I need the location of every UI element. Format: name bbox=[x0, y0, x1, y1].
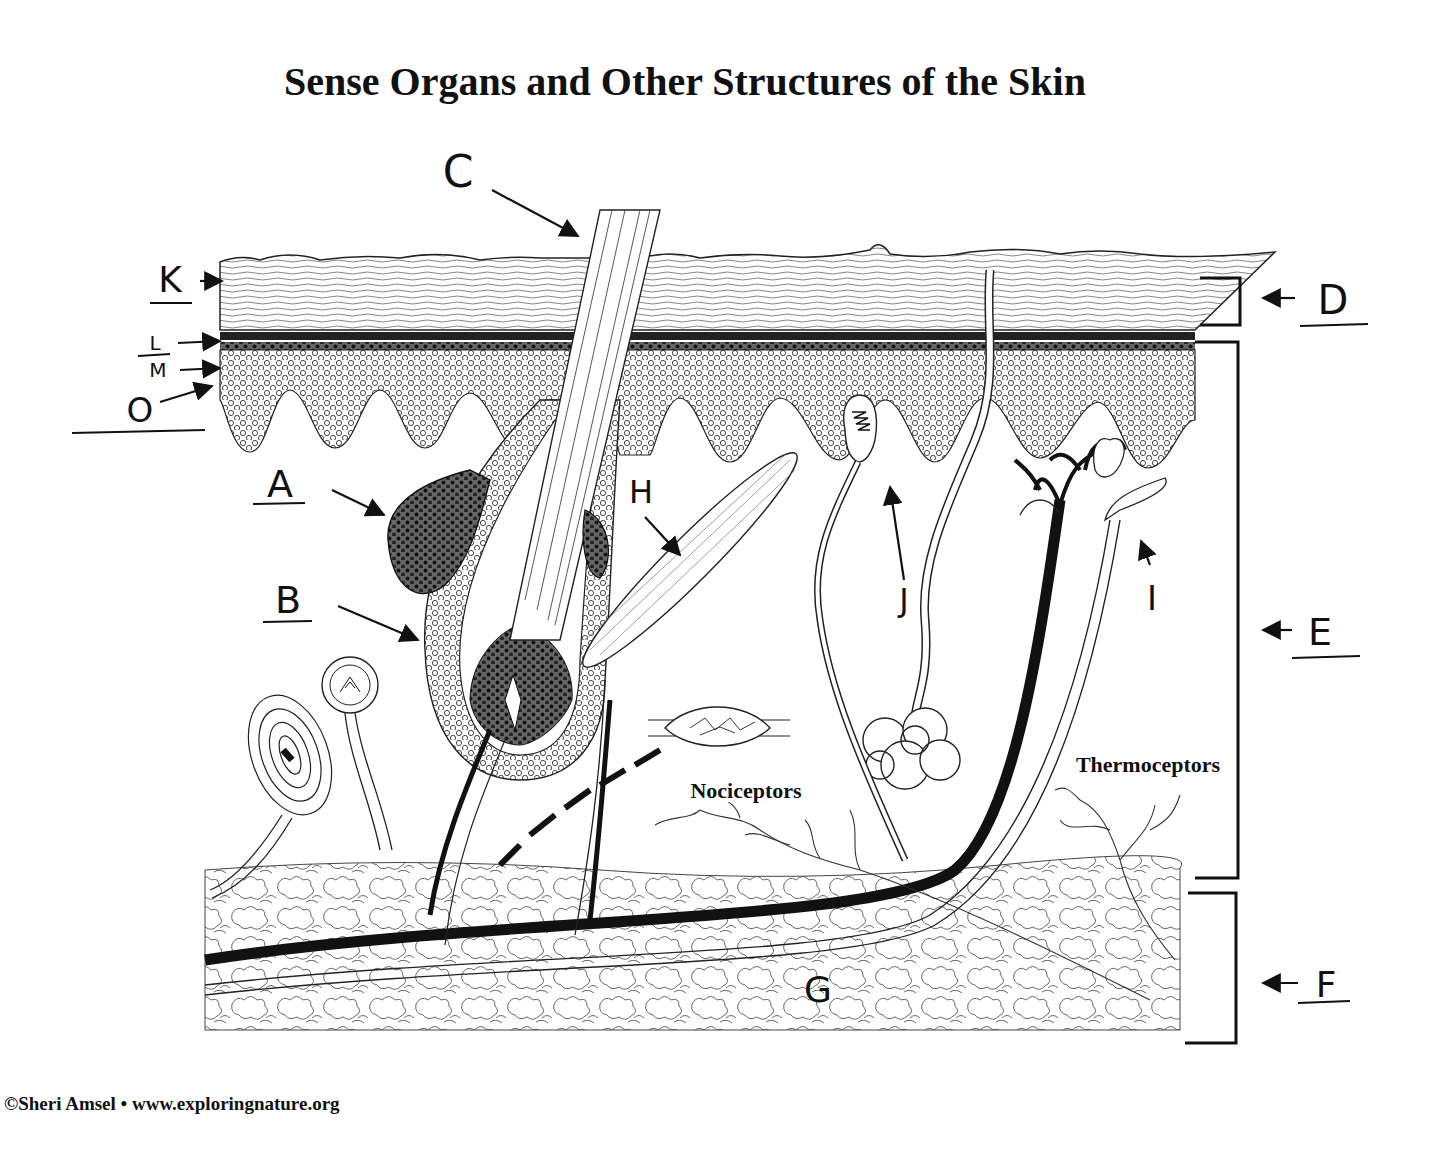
callout-letter: H bbox=[629, 476, 653, 508]
arrector-pili bbox=[568, 438, 811, 681]
hair-shaft bbox=[510, 210, 660, 640]
copyright-note: ©Sheri Amsel • www.exploringnature.org bbox=[4, 1094, 340, 1113]
hair-bulb bbox=[470, 625, 572, 745]
callout-letter: K bbox=[158, 262, 182, 298]
callout-letter: M bbox=[149, 360, 166, 380]
callout-letter: D bbox=[1318, 280, 1349, 320]
callout-letter: G bbox=[804, 972, 832, 1008]
stratum-corneum bbox=[620, 245, 1275, 330]
sweat-gland bbox=[863, 708, 960, 789]
thermoceptor-endings bbox=[1055, 788, 1180, 960]
stratum-granulosum bbox=[220, 342, 1195, 350]
callout-letter: L bbox=[149, 333, 160, 353]
stratum-spinosum bbox=[220, 350, 1195, 468]
nociceptor-endings bbox=[655, 790, 1150, 1000]
nerve bbox=[205, 500, 1060, 960]
callout-letter: F bbox=[1316, 967, 1337, 1003]
stratum-corneum bbox=[220, 254, 620, 330]
sebaceous-gland bbox=[388, 470, 490, 594]
callout-letter: A bbox=[267, 465, 293, 503]
callout-letter: E bbox=[1308, 613, 1332, 651]
diagram-title: Sense Organs and Other Structures of the… bbox=[284, 62, 1086, 102]
callout-letter: O bbox=[127, 393, 154, 427]
sebaceous-gland bbox=[583, 510, 608, 578]
callout-letter: I bbox=[1147, 581, 1157, 615]
callout-letter: C bbox=[443, 150, 474, 194]
structure-label: Thermoceptors bbox=[1074, 754, 1222, 776]
callout-letter: J bbox=[899, 584, 908, 616]
structure-label: Nociceptors bbox=[688, 780, 803, 802]
stratum-lucidum bbox=[220, 332, 1195, 340]
dermal-papilla bbox=[505, 675, 521, 730]
callout-letter: B bbox=[275, 581, 301, 619]
